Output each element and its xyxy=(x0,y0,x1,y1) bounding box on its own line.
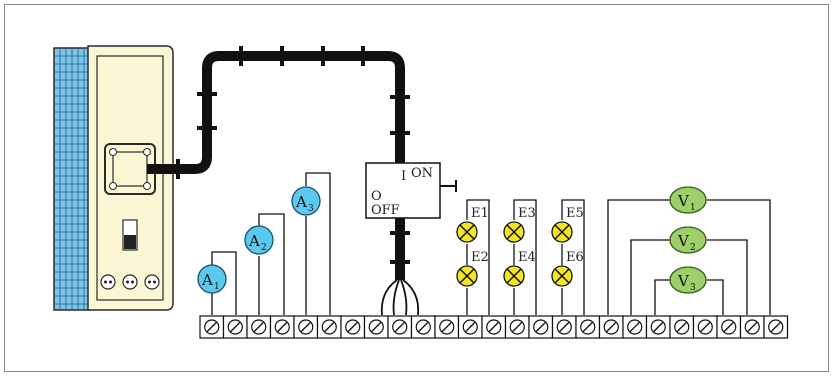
ammeter-a2-letter: A xyxy=(248,232,260,250)
wiring xyxy=(211,172,771,315)
lamp-e4: E4 xyxy=(503,250,536,287)
switch-body xyxy=(365,162,441,219)
wire-e1-e2 xyxy=(466,199,490,315)
terminal-9 xyxy=(387,315,413,339)
terminal-11 xyxy=(434,315,460,339)
terminal-8 xyxy=(363,315,389,339)
terminal-22 xyxy=(692,315,718,339)
voltmeter-v3: V 3 xyxy=(669,266,707,294)
lamp-e6-label: E6 xyxy=(566,250,584,265)
terminal-16 xyxy=(551,315,577,339)
cabinet-sockets xyxy=(100,274,160,290)
mesh-grid xyxy=(54,48,90,310)
terminal-23 xyxy=(716,315,742,339)
supply-cable xyxy=(147,46,420,316)
lamp-e6: E6 xyxy=(551,250,584,287)
terminal-15 xyxy=(528,315,554,339)
terminal-24 xyxy=(739,315,765,339)
terminal-4 xyxy=(269,315,295,339)
lamp-e5-label: E5 xyxy=(566,206,584,221)
switch-off-symbol: O xyxy=(371,189,382,204)
ammeter-a1-letter: A xyxy=(201,271,213,289)
lamp-e2: E2 xyxy=(456,250,489,287)
wire-a1 xyxy=(211,251,237,315)
cabinet-inner-panel xyxy=(96,55,164,301)
ammeter-group: A 1 A 2 A 3 xyxy=(197,186,321,294)
power-cabinet xyxy=(53,45,174,311)
voltmeter-v2-letter: V xyxy=(677,232,690,250)
wire-e3-e4 xyxy=(513,199,537,315)
cable-clips xyxy=(176,46,410,264)
ammeter-a3-sub: 3 xyxy=(308,204,314,214)
terminal-7 xyxy=(340,315,366,339)
voltmeter-v1-sub: 1 xyxy=(690,203,696,213)
cabinet-toggle-lever xyxy=(124,235,136,249)
main-switch: I ON O OFF xyxy=(365,162,457,219)
lamp-e2-label: E2 xyxy=(471,250,489,265)
lamp-e1-label: E1 xyxy=(471,206,489,221)
terminal-21 xyxy=(669,315,695,339)
switch-on-label: ON xyxy=(411,166,433,181)
lamp-e1: E1 xyxy=(456,206,489,243)
terminal-13 xyxy=(481,315,507,339)
voltmeter-v2: V 2 xyxy=(669,226,707,254)
terminal-5 xyxy=(293,315,319,339)
junction-screws xyxy=(109,148,151,190)
ammeter-a2-sub: 2 xyxy=(261,243,267,253)
ammeter-a2: A 2 xyxy=(244,225,274,255)
lamp-e5: E5 xyxy=(551,206,584,243)
lamp-e3: E3 xyxy=(503,206,536,243)
lamp-e3-label: E3 xyxy=(518,206,536,221)
wire-v1 xyxy=(607,199,771,315)
terminal-1 xyxy=(199,315,225,339)
voltmeter-v1-letter: V xyxy=(677,192,690,210)
terminal-14 xyxy=(504,315,530,339)
lamp-group: E1 E2 E3 E4 E5 E6 xyxy=(456,206,584,287)
cable-fanout xyxy=(380,279,420,316)
wire-a2 xyxy=(258,213,285,315)
ammeter-a3-letter: A xyxy=(295,193,307,211)
terminal-25 xyxy=(763,315,789,339)
ammeter-a3: A 3 xyxy=(291,186,321,216)
switch-off-label: OFF xyxy=(371,203,400,218)
voltmeter-v1: V 1 xyxy=(669,186,707,214)
terminal-3 xyxy=(246,315,272,339)
terminal-17 xyxy=(575,315,601,339)
terminal-10 xyxy=(410,315,436,339)
terminal-12 xyxy=(457,315,483,339)
terminal-6 xyxy=(316,315,342,339)
terminal-20 xyxy=(645,315,671,339)
terminal-18 xyxy=(598,315,624,339)
wire-e5-e6 xyxy=(561,199,585,315)
voltmeter-v2-sub: 2 xyxy=(690,243,696,253)
terminal-strip xyxy=(199,315,789,339)
wire-v2 xyxy=(630,239,748,315)
wire-v3 xyxy=(654,279,724,315)
wire-a3 xyxy=(305,172,331,315)
voltmeter-group: V 1 V 2 V 3 xyxy=(669,186,707,294)
ammeter-a1: A 1 xyxy=(197,264,227,294)
switch-on-symbol: I xyxy=(401,169,406,184)
lamp-e4-label: E4 xyxy=(518,250,536,265)
voltmeter-v3-letter: V xyxy=(677,272,690,290)
terminal-19 xyxy=(622,315,648,339)
terminal-2 xyxy=(222,315,248,339)
ammeter-a1-sub: 1 xyxy=(214,282,220,292)
voltmeter-v3-sub: 3 xyxy=(690,283,696,293)
